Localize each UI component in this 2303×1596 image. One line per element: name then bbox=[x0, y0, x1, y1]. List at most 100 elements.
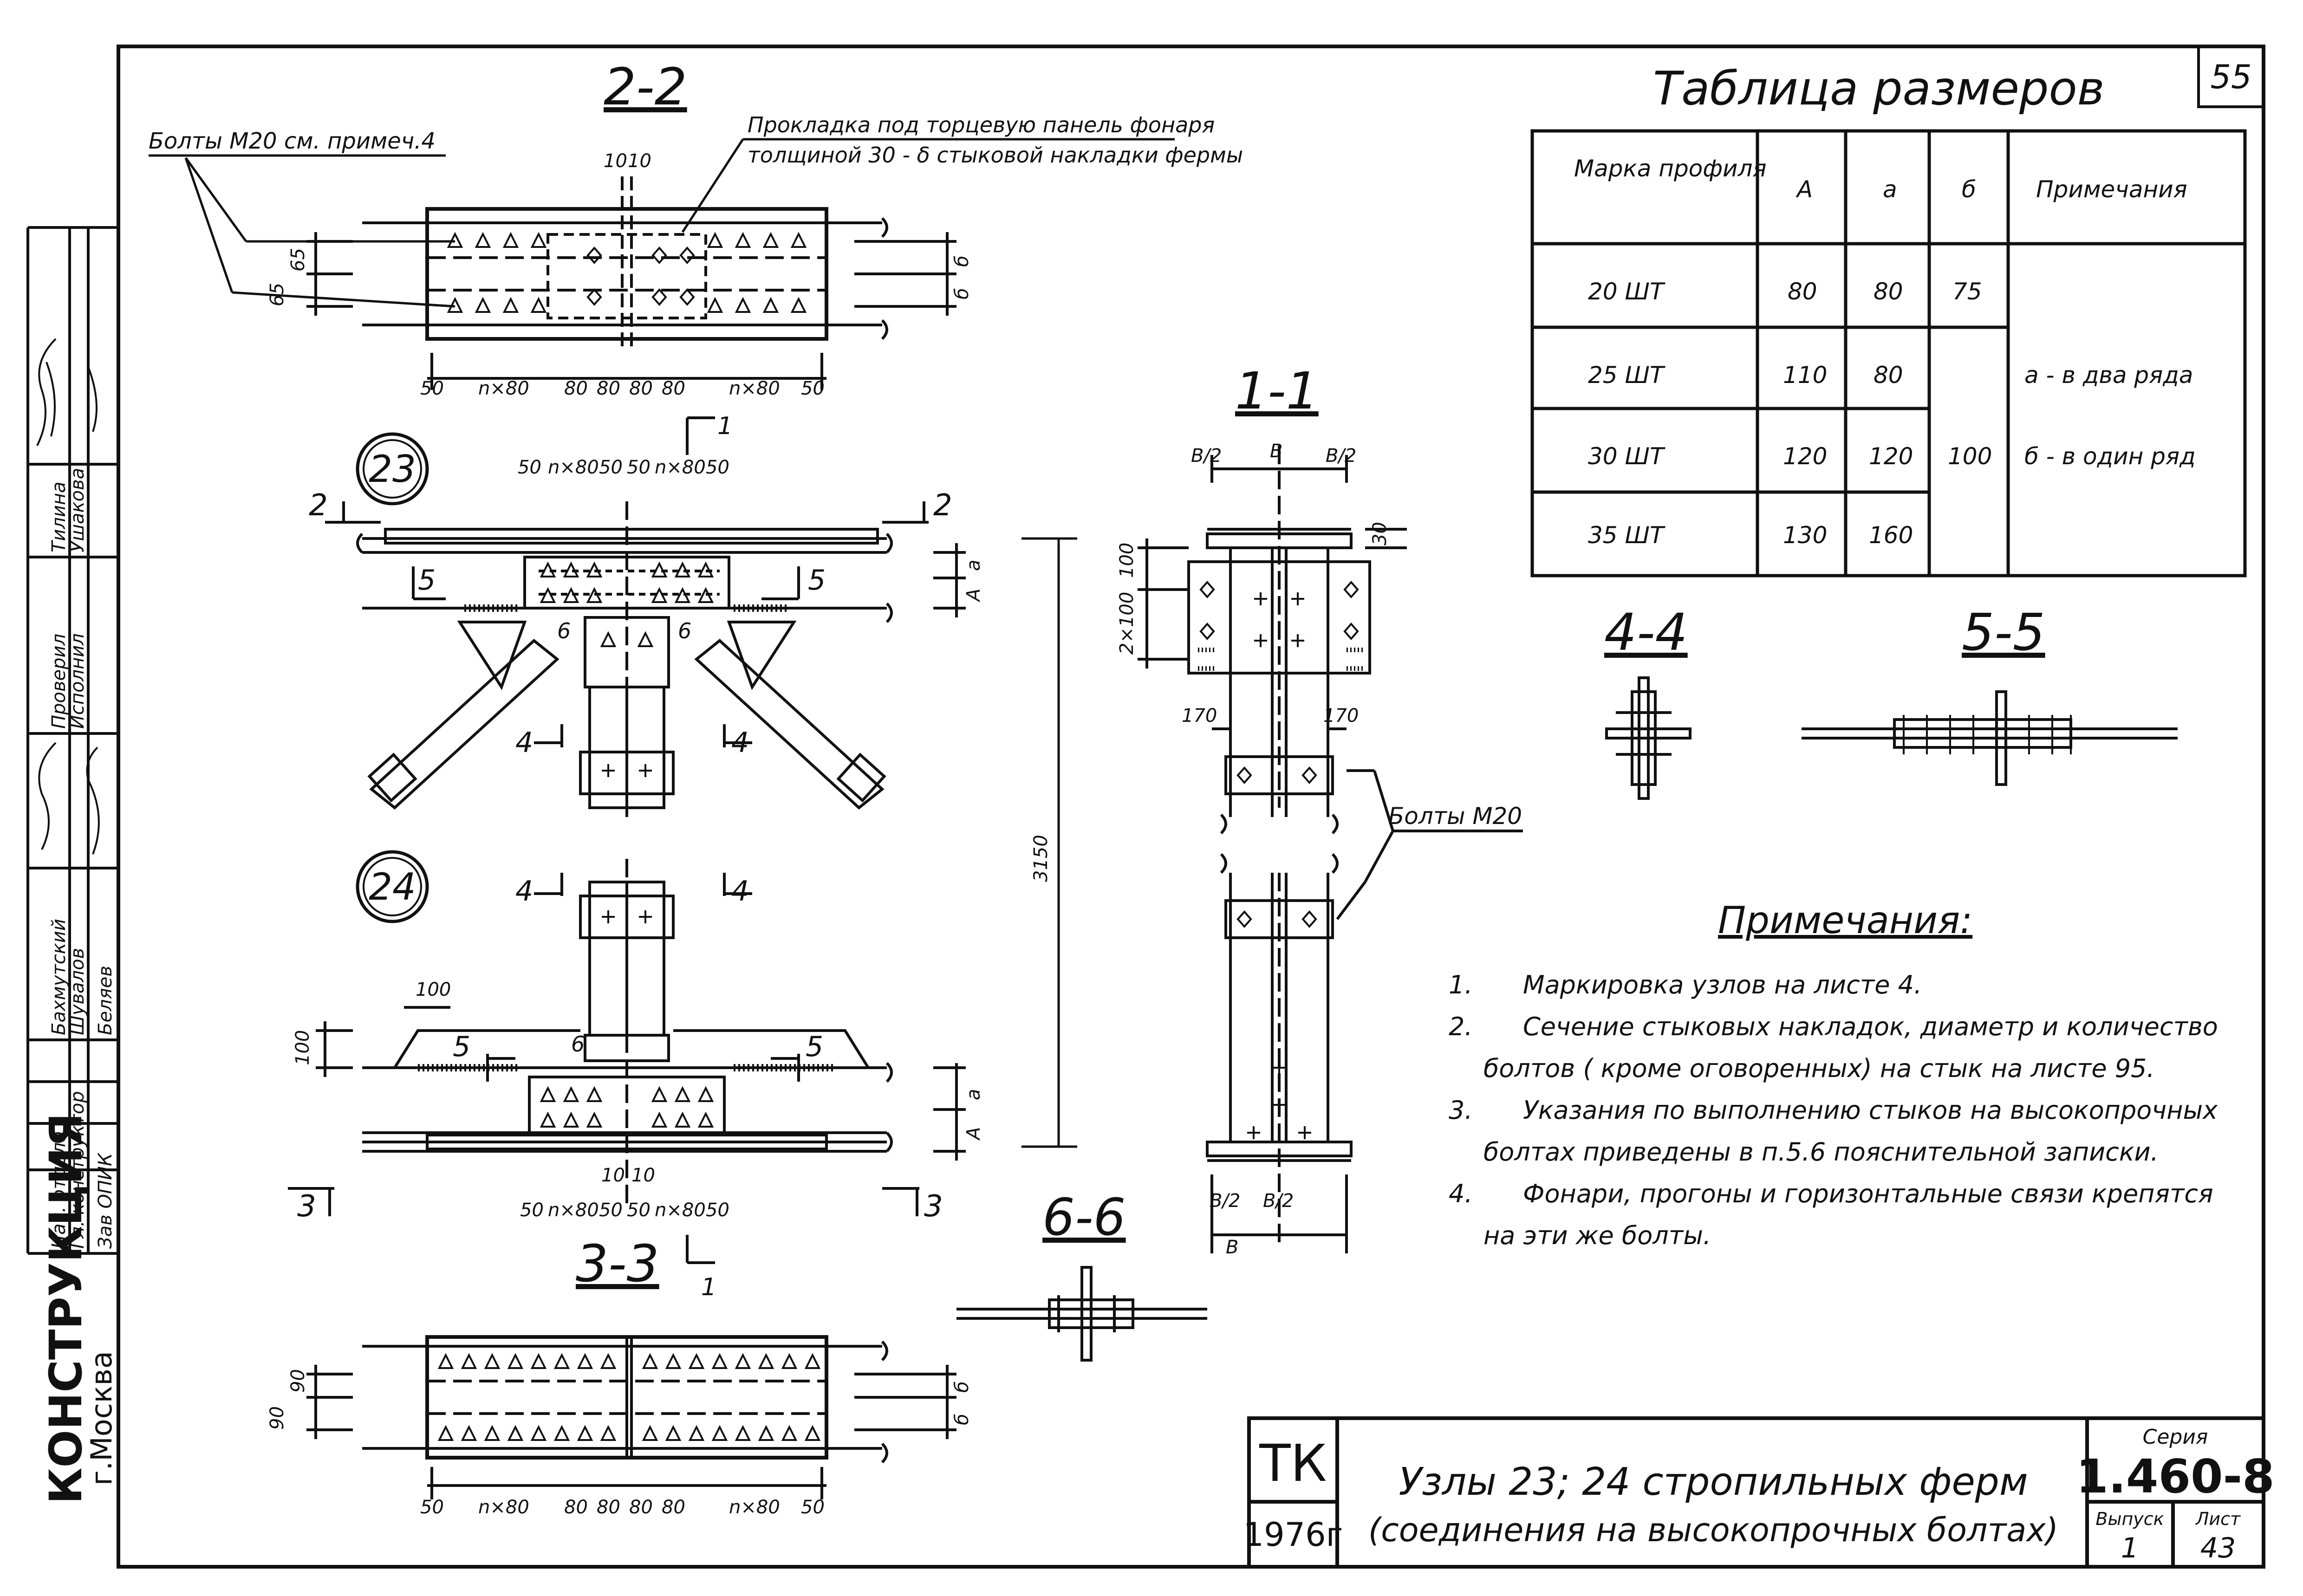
section-3-3-dim-b-2: б bbox=[951, 1414, 973, 1425]
section-3-3-dim-80-c: 80 bbox=[629, 1497, 653, 1518]
node-24-dim-50-d: 50 bbox=[706, 1200, 729, 1221]
issue-label: Выпуск bbox=[2095, 1509, 2164, 1529]
node-23-cut-5-left: 5 bbox=[418, 564, 436, 597]
bolts-m20-callout: Болты М20 bbox=[1388, 803, 1522, 830]
section-1-1-dim-B2-bottom-left: В/2 bbox=[1210, 1190, 1240, 1212]
size-table-header-A: А bbox=[1796, 176, 1813, 203]
side-city: г.Москва bbox=[85, 1351, 118, 1486]
section-1-1-label: 1-1 bbox=[1235, 361, 1319, 421]
section-2-2-dim-80-d: 80 bbox=[662, 378, 685, 399]
section-1-1-dim-B2-top-left: В/2 bbox=[1191, 445, 1222, 467]
node-24-cut-5-right: 5 bbox=[806, 1031, 823, 1063]
section-1-1-drawing bbox=[1138, 446, 1523, 1253]
section-2-2-dim-50-right: 50 bbox=[801, 378, 825, 399]
size-table-row2-A: 110 bbox=[1783, 362, 1827, 389]
section-1-1-dim-B2-top-right: В/2 bbox=[1326, 445, 1356, 467]
note-1-num: 1. bbox=[1449, 970, 1473, 999]
note-4-num: 4. bbox=[1449, 1179, 1473, 1208]
section-2-2-dim-10-a: 10 bbox=[604, 150, 627, 172]
section-3-3-dim-90-b: 90 bbox=[267, 1406, 288, 1430]
size-table-row1-mark: 20 ШТ bbox=[1588, 278, 1665, 305]
sheet-label: Лист bbox=[2195, 1509, 2241, 1529]
size-table-header-mark: Марка профиля bbox=[1574, 155, 1767, 182]
node-23-cut-2-right: 2 bbox=[933, 488, 952, 523]
note-4-line-2: на эти же болты. bbox=[1483, 1221, 1711, 1250]
side-signatures bbox=[36, 338, 100, 855]
node-23-cut-4-left: 4 bbox=[515, 727, 533, 759]
section-3-3-dim-50-left: 50 bbox=[420, 1497, 444, 1518]
node-23-cut-4-right: 4 bbox=[731, 727, 749, 759]
sheet-value: 43 bbox=[2200, 1532, 2236, 1564]
section-1-1-dim-B-top: В bbox=[1270, 441, 1282, 462]
node-24-cut-marks bbox=[288, 873, 919, 1264]
section-2-2-dim-n80-right: n×80 bbox=[729, 378, 780, 399]
bolts-note-leader bbox=[149, 154, 455, 308]
bolts-note-callout: Болты М20 см. примеч.4 bbox=[149, 128, 436, 154]
node-24-dim-50-a: 50 bbox=[520, 1200, 544, 1221]
side-stamp bbox=[26, 226, 118, 1255]
node-24-cut-6: 6 bbox=[571, 1032, 585, 1057]
note-2-num: 2. bbox=[1449, 1012, 1473, 1041]
node-24-cut-4-left: 4 bbox=[515, 875, 533, 908]
issue-value: 1 bbox=[2121, 1532, 2139, 1564]
note-3-line-1: Указания по выполнению стыков на высокоп… bbox=[1523, 1096, 2218, 1125]
node-24-cut-5-left: 5 bbox=[453, 1031, 470, 1063]
title-block bbox=[1247, 1416, 2265, 1569]
section-3-3-dim-n80-right: n×80 bbox=[729, 1497, 780, 1518]
side-name-5: Ушакова bbox=[67, 468, 88, 552]
side-role-2: Гл. конструктор bbox=[67, 1091, 88, 1249]
node-23-cut-marks bbox=[325, 416, 929, 747]
note-2-line-1: Сечение стыковых накладок, диаметр и кол… bbox=[1523, 1012, 2218, 1041]
section-4-4-drawing bbox=[1605, 676, 1691, 800]
node-23-dim-A: А bbox=[963, 589, 984, 603]
size-table-b-merged: 100 bbox=[1948, 443, 1992, 470]
node-24-dim-n80-a: n×80 bbox=[548, 1200, 599, 1221]
node-23-marker bbox=[356, 432, 429, 506]
node-23-dim-n80-a: n×80 bbox=[548, 457, 599, 478]
node-23-cut-1: 1 bbox=[717, 412, 733, 440]
section-2-2-dim-50-left: 50 bbox=[420, 378, 444, 399]
section-2-2-dim-10-b: 10 bbox=[628, 150, 651, 172]
node-23-label: 23 bbox=[369, 448, 416, 491]
side-role-3: Зав ОПИК bbox=[95, 1152, 116, 1249]
size-table-row4-a: 160 bbox=[1869, 522, 1913, 549]
section-2-2-bolts bbox=[448, 233, 806, 313]
section-4-4-label: 4-4 bbox=[1604, 603, 1688, 662]
section-3-3-dim-80-d: 80 bbox=[662, 1497, 685, 1518]
section-5-5-drawing bbox=[1802, 690, 2178, 786]
note-3-num: 3. bbox=[1449, 1096, 1473, 1125]
size-table-title: Таблица размеров bbox=[1653, 61, 2105, 116]
side-role-1: Нач. отдела bbox=[48, 1131, 70, 1249]
section-2-2-dim-65-a: 65 bbox=[287, 248, 309, 272]
side-role-4: Проверил bbox=[48, 634, 70, 729]
section-2-2-dim-80-a: 80 bbox=[564, 378, 588, 399]
node-24-dim-50-c: 50 bbox=[627, 1200, 651, 1221]
section-6-6-label: 6-6 bbox=[1042, 1187, 1126, 1247]
gasket-callout-line1: Прокладка под торцевую панель фонаря bbox=[748, 112, 1215, 137]
node-23-cut-6-left: 6 bbox=[557, 618, 571, 643]
size-table-row4-mark: 35 ШТ bbox=[1588, 522, 1665, 549]
section-2-2-drawing bbox=[306, 176, 956, 390]
section-1-1-dim-B2-bottom-right: В/2 bbox=[1263, 1190, 1294, 1212]
section-5-5-label: 5-5 bbox=[1962, 603, 2045, 662]
note-1-line-1: Маркировка узлов на листе 4. bbox=[1523, 970, 1922, 999]
node-24-cut-3-right: 3 bbox=[924, 1189, 943, 1224]
size-table-header-notes: Примечания bbox=[2036, 176, 2187, 203]
section-3-3-drawing bbox=[306, 1335, 956, 1499]
node-23-dim-50-c: 50 bbox=[627, 457, 651, 478]
section-3-3-label: 3-3 bbox=[576, 1234, 659, 1293]
section-3-3-dim-80-b: 80 bbox=[597, 1497, 620, 1518]
section-3-3-dim-b-1: б bbox=[951, 1381, 973, 1393]
section-3-3-dim-50-right: 50 bbox=[801, 1497, 825, 1518]
size-table-row1-a: 80 bbox=[1874, 278, 1903, 305]
side-name-3: Беляев bbox=[95, 966, 116, 1035]
dimension-3150-value: 3150 bbox=[1030, 835, 1052, 882]
page-number: 55 bbox=[2210, 58, 2251, 96]
size-table-row3-a: 120 bbox=[1869, 443, 1913, 470]
section-3-3-dim-n80-left: n×80 bbox=[478, 1497, 529, 1518]
node-24-dim-100-top: 100 bbox=[416, 979, 451, 1000]
node-24-dim-A: А bbox=[963, 1127, 984, 1141]
side-name-4: Тилина bbox=[48, 481, 70, 552]
dimension-3150 bbox=[1021, 537, 1077, 1148]
node-24-label: 24 bbox=[369, 865, 416, 908]
